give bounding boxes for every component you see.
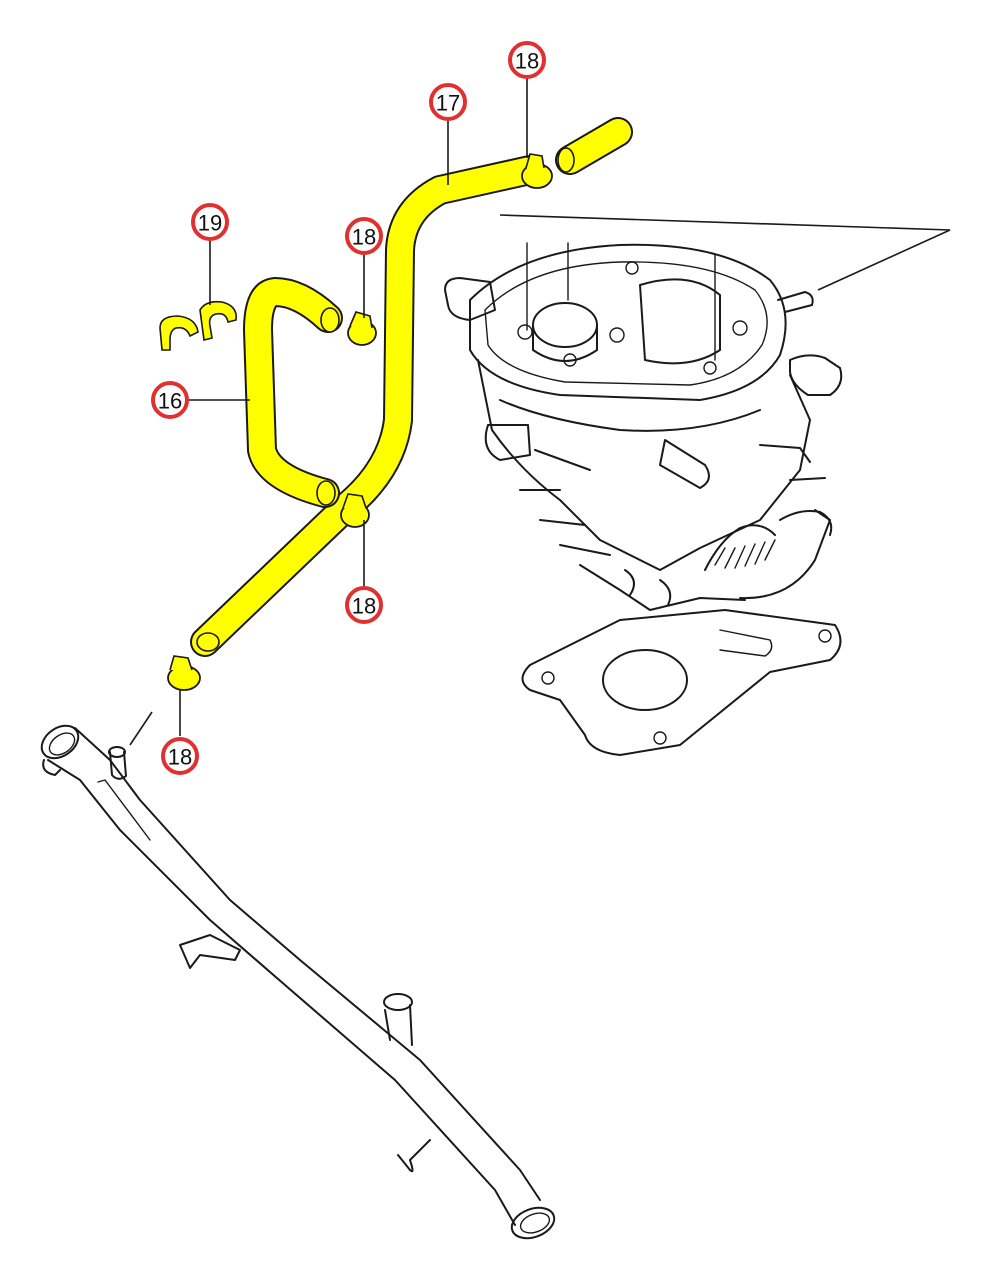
callout-18-mid: 18 [345,217,383,255]
svg-text:18: 18 [168,745,192,770]
clamp-18-lower[interactable] [340,493,370,528]
svg-text:18: 18 [352,225,376,250]
clamp-18-mid[interactable] [347,311,377,346]
clamp-18-top[interactable] [521,153,553,189]
throttle-spring [704,509,833,600]
clip-19[interactable] [159,300,238,351]
svg-text:18: 18 [352,594,376,619]
clamp-18-bottom[interactable] [167,655,201,691]
callout-16: 16 [151,381,189,419]
svg-text:16: 16 [158,389,182,414]
callout-19: 19 [191,203,229,241]
svg-text:18: 18 [515,49,539,74]
callout-18-bottom: 18 [161,737,199,775]
hose-17[interactable] [190,117,633,657]
callout-18-lower: 18 [345,586,383,624]
svg-text:19: 19 [198,211,222,236]
callout-18-top: 18 [508,41,546,79]
carburetor-assembly [444,214,951,756]
hose-16[interactable] [243,277,343,508]
svg-text:17: 17 [436,91,460,116]
callout-17: 17 [429,83,467,121]
callout-leaders [179,77,528,736]
water-inlet-pipe [40,711,556,1240]
base-gasket [521,609,842,756]
